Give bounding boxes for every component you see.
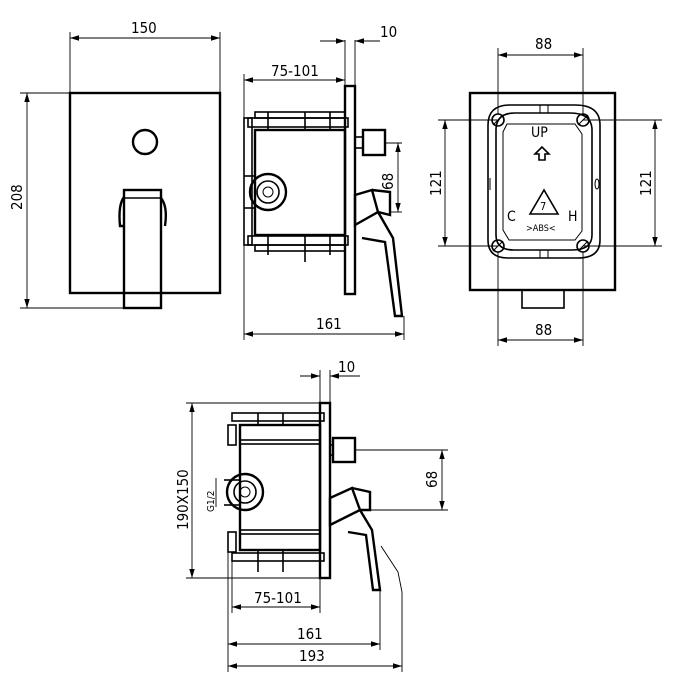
dim-top-total-depth: 161	[316, 315, 342, 333]
recycle-code: 7	[540, 200, 546, 213]
dim-bottom-depth-193: 193	[299, 647, 325, 665]
thread-label: G1/2	[206, 491, 217, 512]
recycle-icon	[528, 188, 560, 215]
dim-back-right-height: 121	[637, 170, 655, 196]
handle-hub	[118, 196, 168, 228]
dim-top-plate: 10	[380, 23, 397, 41]
side-view-top: 75-101 10 68 161	[243, 23, 405, 340]
back-view: UP C H 7 >ABS< 88 88 121 121	[427, 35, 662, 346]
dim-bottom-outlet-drop: 68	[423, 471, 441, 488]
lever-handle	[122, 188, 163, 310]
dim-top-outlet-drop: 68	[379, 173, 397, 190]
label-abs: >ABS<	[526, 224, 556, 234]
dim-back-bottom-width: 88	[535, 321, 552, 339]
dim-bottom-box-size: 190X150	[174, 469, 192, 530]
dim-front-height: 208	[8, 184, 26, 210]
dim-bottom-plate: 10	[338, 358, 355, 376]
front-view: 150 208	[8, 19, 222, 310]
label-c: C	[507, 209, 516, 225]
side-view-bottom: G1/2 10 190X150 68 75-101	[174, 358, 448, 672]
dim-bottom-box-depth: 75-101	[254, 589, 302, 607]
cover-plate	[68, 91, 222, 295]
dim-back-top-width: 88	[535, 35, 552, 53]
diverter-button	[131, 128, 159, 156]
dim-back-left-height: 121	[427, 170, 445, 196]
dim-front-width: 150	[131, 19, 157, 37]
label-up: UP	[531, 125, 548, 141]
arrow-up-icon	[533, 145, 551, 161]
dim-top-box-depth: 75-101	[271, 62, 319, 80]
dim-bottom-depth-161: 161	[297, 625, 323, 643]
label-h: H	[568, 209, 577, 225]
